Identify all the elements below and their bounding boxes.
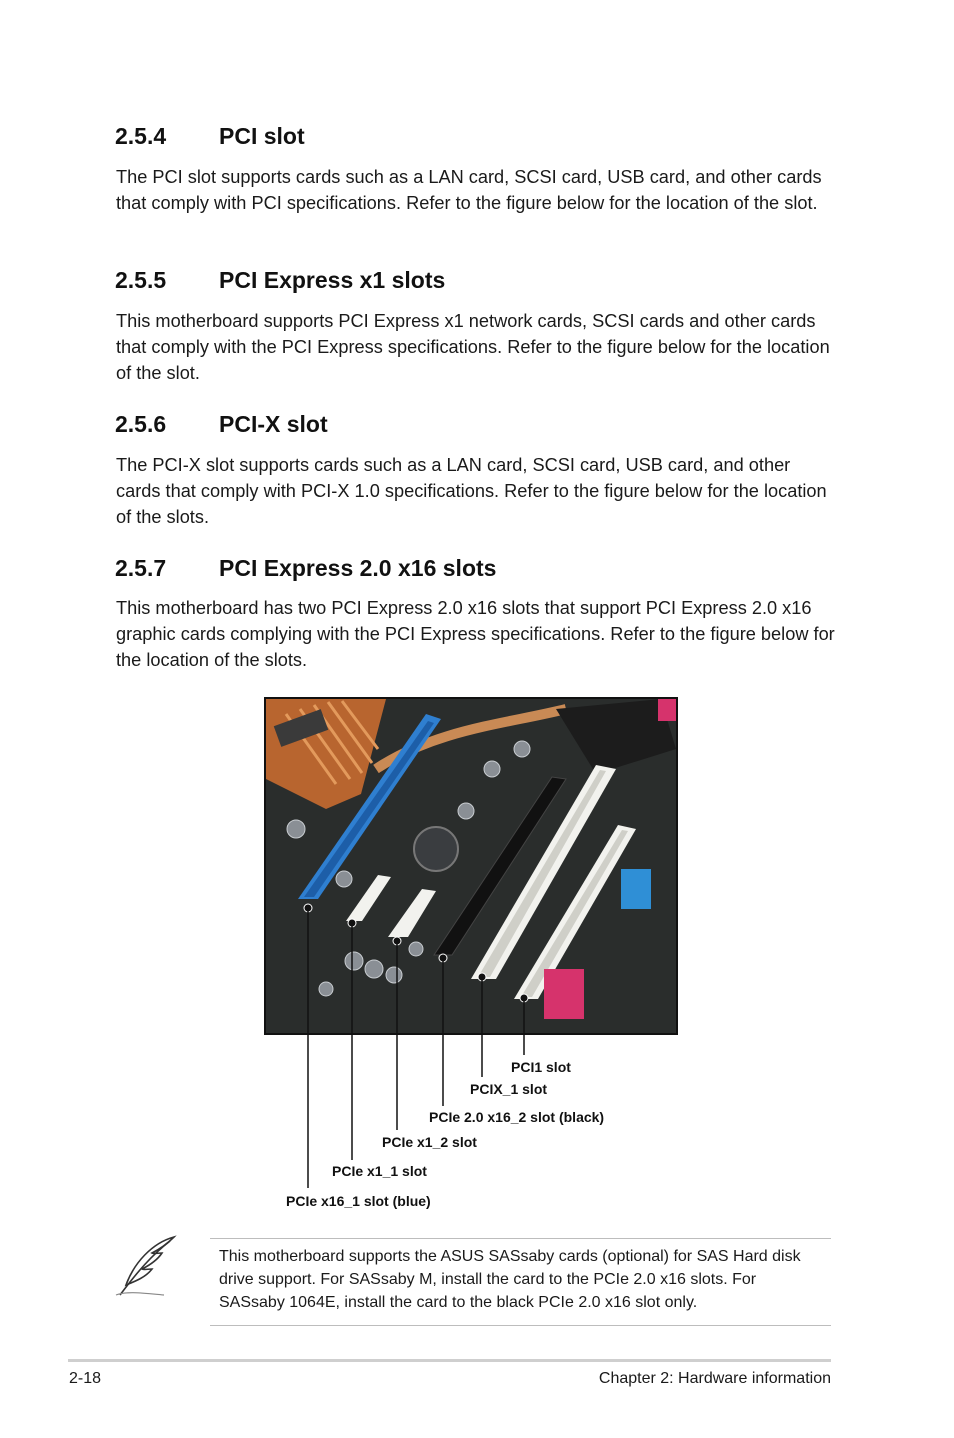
page-number: 2-18 bbox=[69, 1370, 102, 1387]
pink-connector-top bbox=[658, 699, 676, 721]
section-number: 2.5.5 bbox=[115, 267, 167, 293]
chapter-title: Chapter 2: Hardware information bbox=[598, 1370, 831, 1387]
section-title: PCI-X slot bbox=[219, 411, 328, 437]
chipset-heatsink bbox=[556, 699, 676, 774]
capacitors bbox=[286, 740, 531, 997]
callout-pcie-x16-1-slot: PCIe x16_1 slot (blue) bbox=[286, 1193, 431, 1209]
section-heading-pci-x: 2.5.6 PCI-X slot bbox=[115, 410, 328, 438]
note-text: This motherboard supports the ASUS SASsa… bbox=[219, 1248, 801, 1311]
section-body-pcie-x1: This motherboard supports PCI Express x1… bbox=[116, 311, 830, 383]
callout-pci1-slot: PCI1 slot bbox=[511, 1059, 571, 1075]
section-title: PCI slot bbox=[219, 123, 305, 149]
section-body-pci: The PCI slot supports cards such as a LA… bbox=[116, 167, 822, 213]
callout-pcie-x16-2-slot: PCIe 2.0 x16_2 slot (black) bbox=[429, 1109, 605, 1125]
section-number: 2.5.7 bbox=[115, 555, 167, 581]
heatsink-copper bbox=[266, 699, 386, 809]
pcie-x1-1-slot bbox=[346, 875, 391, 921]
blue-header bbox=[621, 869, 651, 909]
callout-pcie-x1-1-slot: PCIe x1_1 slot bbox=[332, 1163, 427, 1179]
cmos-battery bbox=[413, 826, 459, 872]
section-title: PCI Express 2.0 x16 slots bbox=[219, 555, 497, 581]
feather-quill-icon bbox=[112, 1233, 184, 1308]
motherboard-slots-photo bbox=[264, 697, 678, 1035]
pcie-x1-2-slot bbox=[388, 889, 436, 937]
pink-header bbox=[544, 969, 584, 1019]
note-top-rule bbox=[210, 1238, 831, 1239]
section-heading-pcie-x1: 2.5.5 PCI Express x1 slots bbox=[115, 266, 445, 294]
section-body-pci-x: The PCI-X slot supports cards such as a … bbox=[116, 455, 827, 527]
section-body-pcie-x16: This motherboard has two PCI Express 2.0… bbox=[116, 598, 835, 670]
motherboard-illustration bbox=[266, 699, 676, 1033]
footer-rule bbox=[68, 1359, 831, 1362]
section-number: 2.5.4 bbox=[115, 123, 167, 149]
section-number: 2.5.6 bbox=[115, 411, 167, 437]
callout-pcix1-slot: PCIX_1 slot bbox=[470, 1081, 548, 1097]
section-heading-pcie-x16: 2.5.7 PCI Express 2.0 x16 slots bbox=[115, 554, 496, 582]
note-bottom-rule bbox=[210, 1325, 831, 1326]
callout-pcie-x1-2-slot: PCIe x1_2 slot bbox=[382, 1134, 477, 1150]
section-title: PCI Express x1 slots bbox=[219, 267, 446, 293]
section-heading-pci: 2.5.4 PCI slot bbox=[115, 122, 305, 150]
